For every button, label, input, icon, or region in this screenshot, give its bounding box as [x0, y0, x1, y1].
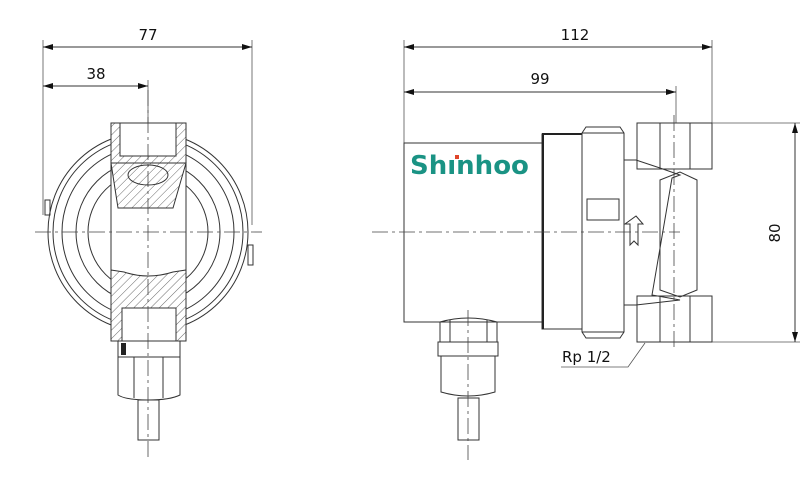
dim-77-label: 77	[138, 26, 157, 44]
dim-112-label: 112	[561, 26, 590, 44]
front-view: 77 38	[35, 26, 262, 460]
dim-99-label: 99	[530, 70, 549, 88]
side-view: 112 99 Shınhoo 80 Rp 1/2	[372, 26, 800, 460]
dim-38-label: 38	[86, 65, 105, 83]
thread-label: Rp 1/2	[562, 348, 611, 366]
logo-dot	[455, 155, 459, 159]
dim-80-label: 80	[766, 223, 784, 242]
brand-logo: Shınhoo	[410, 151, 529, 181]
